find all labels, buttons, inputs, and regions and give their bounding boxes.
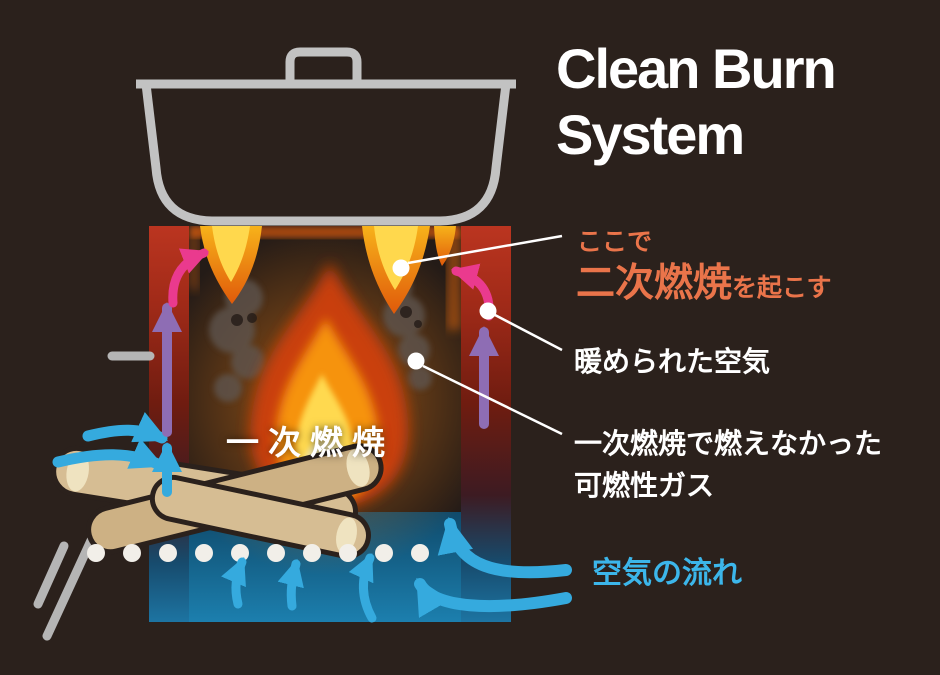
page-title: Clean Burn System <box>556 36 837 168</box>
callout-dot-warmed-air <box>479 302 497 320</box>
unburned-gas-label: 一次燃焼で燃えなかった 可燃性ガス <box>574 423 882 507</box>
air-flow-arrows <box>52 412 572 623</box>
primary-combustion-label: 一次燃焼 <box>226 424 394 461</box>
air-arrow-bottom-3 <box>348 553 377 623</box>
secondary-combustion-label: 二次燃焼を起こす <box>576 252 832 308</box>
smoke-holes <box>231 306 422 328</box>
leader-line-secondary <box>407 234 563 265</box>
secondary-combustion-main-text: 二次燃焼 <box>576 262 733 305</box>
air-arrow-left-bottom <box>52 438 165 470</box>
unburned-gas-line-2: 可燃性ガス <box>574 470 715 501</box>
air-arrow-right-sweep-top <box>437 516 572 579</box>
warmed-air-label: 暖められた空気 <box>574 346 771 377</box>
leader-line-warmed-air <box>494 313 563 352</box>
air-arrow-bottom-2 <box>277 558 304 611</box>
firewood-logs <box>51 443 384 559</box>
pink-arrow-left <box>168 248 210 308</box>
leader-line-unburned-gas <box>422 364 563 436</box>
secondary-combustion-intro-label: ここで <box>577 228 653 256</box>
air-arrow-right-sweep-bottom <box>414 577 572 618</box>
stove-legs <box>33 351 155 641</box>
air-flow-label: 空気の流れ <box>592 557 742 590</box>
secondary-combustion-suffix-text: を起こす <box>732 274 832 302</box>
title-line-2: System <box>556 103 745 166</box>
title-line-1: Clean Burn <box>556 37 837 100</box>
unburned-gas-line-1: 一次燃焼で燃えなかった <box>574 428 883 459</box>
air-arrow-bottom-1 <box>221 557 247 609</box>
cooking-pot <box>136 47 516 226</box>
pot-handle <box>285 47 362 82</box>
heated-air-arrows <box>152 302 499 437</box>
air-arrow-left-top <box>82 412 169 444</box>
callout-leaders <box>392 234 563 436</box>
callout-dot-unburned-gas <box>407 352 425 370</box>
callout-dot-secondary <box>392 259 410 277</box>
